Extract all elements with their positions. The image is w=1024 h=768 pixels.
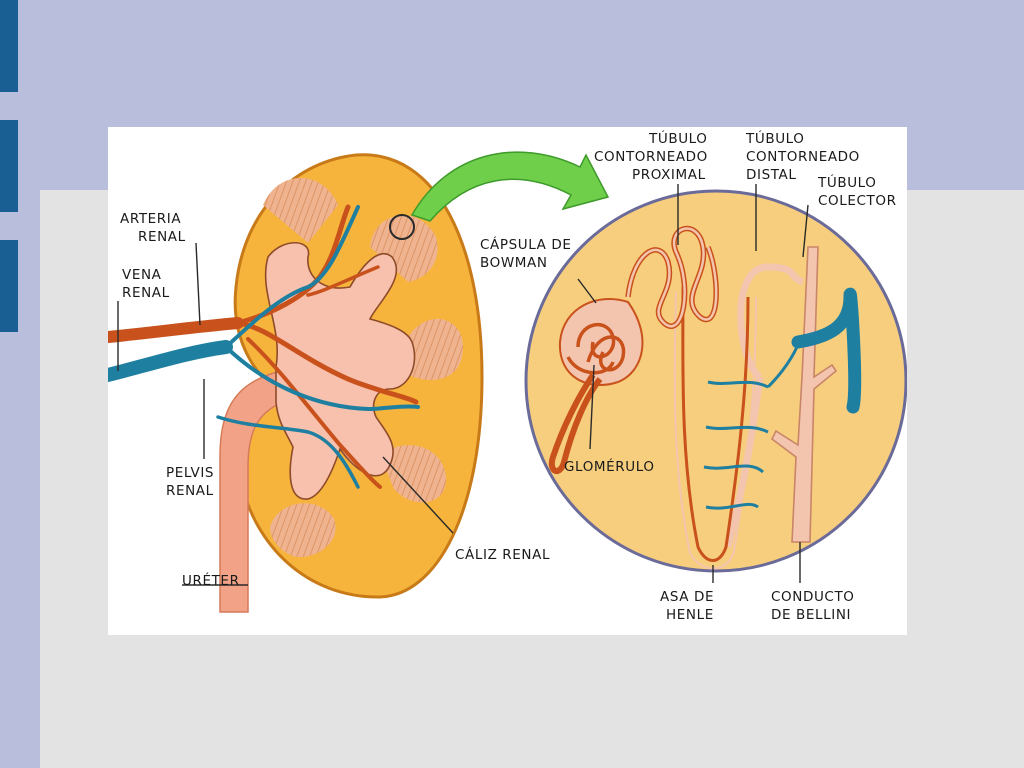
renal-pelvis [264,242,416,500]
kidney-nephron-figure: ARTERIA RENAL VENA RENAL PELVIS RENAL UR… [108,127,907,635]
kidney [108,153,484,613]
label-asa-henle: ASA DE HENLE [660,589,719,623]
slide-accent-bar-2 [0,120,18,212]
label-arteria-renal: ARTERIA RENAL [120,211,186,245]
label-glomerulo: GLOMÉRULO [564,458,655,475]
label-tubulo-proximal: TÚBULO CONTORNEADO PROXIMAL [594,129,713,183]
leader-lines [117,184,809,586]
renal-vein-trunk [108,340,233,382]
leader-caliz-renal [382,456,454,534]
magnify-marker [389,214,415,240]
label-vena-renal: VENA RENAL [122,267,170,301]
label-caliz-renal: CÁLIZ RENAL [455,546,550,563]
glomerulus [548,322,626,474]
leader-tubulo-colector [802,204,809,258]
renal-pyramids [263,178,463,558]
label-pelvis-renal: PELVIS RENAL [166,465,219,499]
collecting-duct [770,246,838,543]
peritubular-capillaries [703,341,800,510]
zoom-arrow [410,151,610,222]
vein-branch [224,205,360,349]
renal-pyramid [408,318,463,380]
renal-pyramid [380,445,447,503]
leader-glomerulo [589,364,595,450]
label-tubulo-distal: TÚBULO CONTORNEADO DISTAL [745,129,865,183]
loop-of-henle [673,291,757,570]
renal-pyramid [263,178,338,243]
slide-accent-bar-3 [0,240,18,332]
label-capsula-bowman: CÁPSULA DE BOWMAN [480,236,576,271]
label-tubulo-colector: TÚBULO COLECTOR [817,173,897,209]
vein-branch [216,415,360,489]
slide-left-band [0,0,40,768]
renal-artery-trunk [108,317,244,343]
kidney-nephron-diagram: ARTERIA RENAL VENA RENAL PELVIS RENAL UR… [108,129,907,623]
artery-branch [235,320,419,405]
leader-arteria-renal [195,242,201,326]
vein-branch [224,345,420,412]
diagram-labels: ARTERIA RENAL VENA RENAL PELVIS RENAL UR… [120,129,897,623]
artery-branch [246,337,382,489]
artery-branch [306,265,380,297]
proximal-tubule [626,227,718,328]
label-ureter: URÉTER [182,572,240,589]
slide-accent-bar-1 [0,0,18,92]
leader-capsula-bowman [577,278,597,304]
renal-vein [108,205,420,489]
nephron-vein [791,287,862,414]
loop-of-henle [681,286,750,562]
renal-pyramid [370,215,438,282]
nephron-detail [524,189,907,573]
renal-pyramid [270,503,336,558]
label-conducto-bellini: CONDUCTO DE BELLINI [771,589,859,623]
